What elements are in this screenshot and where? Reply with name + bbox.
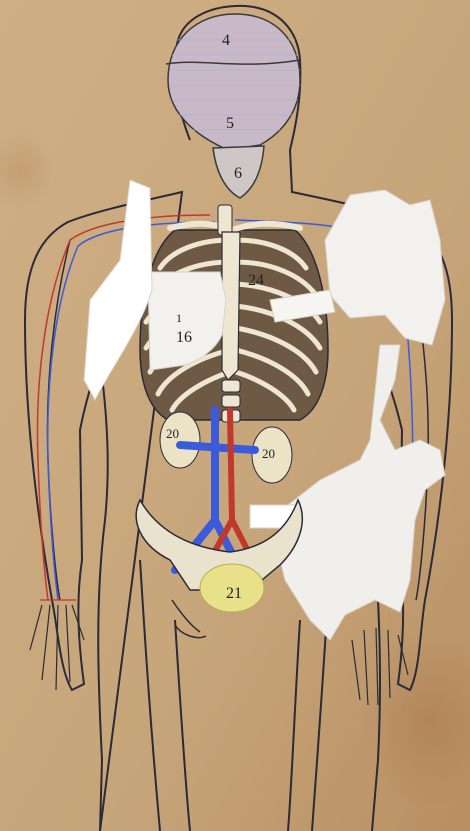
spine-upper <box>218 205 232 235</box>
label-kidney-right: 20 <box>262 446 275 461</box>
label-bladder: 21 <box>226 585 242 602</box>
label-head-top: 4 <box>222 32 230 49</box>
label-head-mid: 5 <box>226 115 234 132</box>
label-lung-left-small: 1 <box>176 311 182 325</box>
label-lung-left: 16 <box>176 329 192 346</box>
label-spine-right: 24 <box>248 272 264 289</box>
label-neck: 6 <box>234 165 242 182</box>
label-kidney-left: 20 <box>166 426 179 441</box>
